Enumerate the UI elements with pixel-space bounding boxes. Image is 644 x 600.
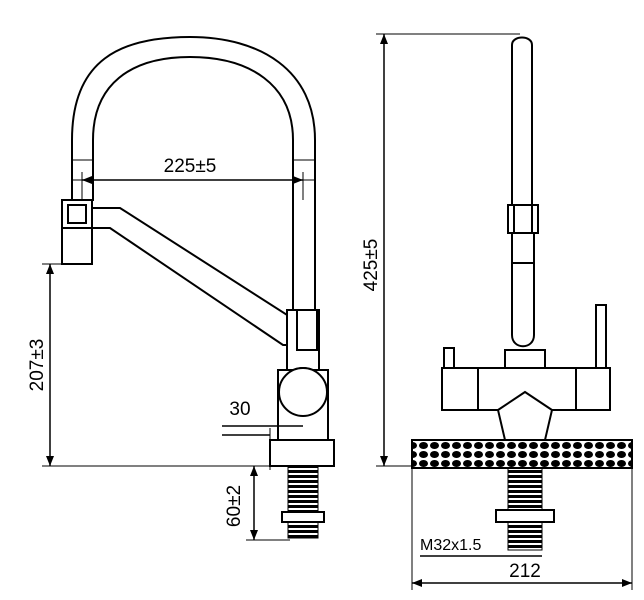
dim-thread: M32x1.5 [420,537,481,554]
front-view: 425±5 M32x1.5 212 [361,33,633,590]
lever-right [595,304,607,369]
dim-reach: 225±5 [164,156,217,177]
spout-pipe-front [511,36,533,206]
dim-shank-length: 60±2 [224,485,245,527]
spray-outlet [61,227,93,265]
shank-threads-side [287,465,319,539]
spout-hose-arch [71,35,316,319]
deck-plate [269,439,335,467]
dim-overall-height: 425±5 [361,239,382,292]
dim-deck-offset: 30 [229,399,250,420]
deck-plate-front [411,439,633,469]
lever-left [443,347,455,369]
dim-outlet-height: 207±3 [27,339,48,392]
spout-arm [91,207,296,346]
side-view: 225±5 207±3 30 60±2 [27,35,335,541]
dim-base-width: 212 [509,561,541,582]
